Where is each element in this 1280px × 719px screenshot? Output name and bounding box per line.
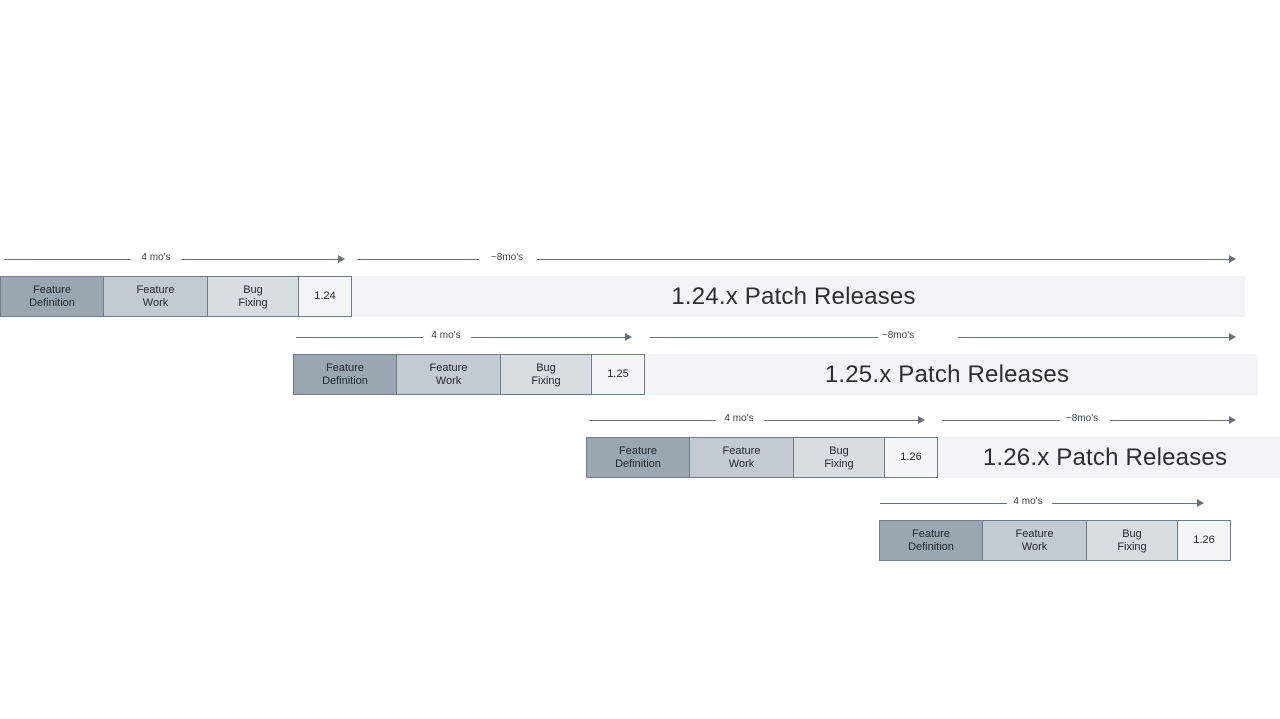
version-label: 1.25 (607, 368, 629, 380)
phase-label-line2: Fixing (1117, 540, 1147, 553)
arrow-head-right (1197, 499, 1204, 507)
arrow-line-left (357, 259, 479, 260)
duration-arrow-patch-126: ~8mo's (942, 411, 1240, 431)
duration-arrow-dev-124: 4 mo's (4, 250, 348, 270)
phase-version-badge-125: 1.25 (592, 355, 644, 394)
arrow-line-right (1110, 420, 1232, 421)
arrow-line-right (764, 420, 921, 421)
patch-release-label-126: 1.26.x Patch Releases (982, 443, 1228, 471)
phase-label-line1: Bug (829, 444, 849, 457)
phase-label-line2: Definition (322, 374, 368, 387)
arrow-line-right (181, 259, 341, 260)
phase-version-badge-next: 1.26 (1178, 521, 1230, 560)
phase-feature-definition-next: Feature Definition (880, 521, 983, 560)
phase-label-line2: Definition (615, 457, 661, 470)
phase-label-line2: Fixing (824, 457, 854, 470)
duration-label-dev-126: 4 mo's (724, 413, 754, 424)
phase-label-line2: Work (142, 296, 169, 309)
arrow-line-left (296, 337, 423, 338)
patch-release-label-125: 1.25.x Patch Releases (824, 360, 1070, 388)
version-label: 1.26 (900, 451, 922, 463)
arrow-line-left (589, 420, 716, 421)
duration-label-patch-125: ~8mo's (881, 330, 915, 341)
arrow-head-right (338, 255, 345, 263)
phase-strip-126: Feature Definition Feature Work Bug Fixi… (586, 437, 938, 478)
phase-label-line2: Definition (908, 540, 954, 553)
phase-label-line1: Feature (429, 361, 468, 374)
duration-label-dev-next: 4 mo's (1013, 496, 1043, 507)
arrow-head-right (1229, 333, 1236, 341)
arrow-line-left (4, 259, 131, 260)
arrow-line-left (880, 503, 1007, 504)
arrow-line-right (958, 337, 1232, 338)
phase-label-line2: Work (435, 374, 462, 387)
arrow-line-right (537, 259, 1232, 260)
duration-arrow-patch-125: ~8mo's (650, 328, 1240, 348)
patch-release-band-126: 1.26.x Patch Releases (930, 437, 1280, 478)
arrow-head-right (918, 416, 925, 424)
phase-label-line1: Bug (243, 283, 263, 296)
duration-label-patch-124: ~8mo's (490, 252, 524, 263)
phase-label-line2: Definition (29, 296, 75, 309)
duration-label-dev-124: 4 mo's (141, 252, 171, 263)
arrow-line-left (942, 420, 1060, 421)
patch-release-band-124: 1.24.x Patch Releases (342, 276, 1245, 317)
phase-feature-work-124: Feature Work (104, 277, 208, 316)
version-label: 1.24 (314, 290, 336, 302)
phase-label-line1: Feature (722, 444, 761, 457)
phase-label-line1: Feature (33, 283, 71, 296)
phase-label-line2: Fixing (531, 374, 561, 387)
duration-label-patch-126: ~8mo's (1065, 413, 1099, 424)
phase-feature-work-125: Feature Work (397, 355, 501, 394)
phase-bug-fixing-124: Bug Fixing (208, 277, 299, 316)
arrow-line-left (650, 337, 878, 338)
duration-arrow-dev-125: 4 mo's (296, 328, 640, 348)
phase-label-line2: Work (1021, 540, 1048, 553)
patch-release-band-125: 1.25.x Patch Releases (636, 354, 1258, 395)
phase-label-line1: Feature (136, 283, 175, 296)
arrow-head-right (625, 333, 632, 341)
phase-version-badge-124: 1.24 (299, 277, 351, 316)
arrow-head-right (1229, 416, 1236, 424)
duration-label-dev-125: 4 mo's (431, 330, 461, 341)
phase-label-line1: Bug (536, 361, 556, 374)
patch-release-label-124: 1.24.x Patch Releases (671, 282, 916, 310)
arrow-line-right (471, 337, 628, 338)
phase-label-line1: Feature (912, 527, 950, 540)
arrow-head-right (1229, 255, 1236, 263)
phase-label-line1: Feature (326, 361, 364, 374)
duration-arrow-dev-126: 4 mo's (589, 411, 933, 431)
phase-feature-work-next: Feature Work (983, 521, 1087, 560)
phase-feature-definition-126: Feature Definition (587, 438, 690, 477)
duration-arrow-dev-next: 4 mo's (880, 494, 1210, 514)
phase-label-line2: Fixing (238, 296, 268, 309)
phase-feature-definition-125: Feature Definition (294, 355, 397, 394)
duration-arrow-patch-124: ~8mo's (357, 250, 1240, 270)
phase-version-badge-126: 1.26 (885, 438, 937, 477)
phase-strip-124: Feature Definition Feature Work Bug Fixi… (0, 276, 352, 317)
phase-bug-fixing-next: Bug Fixing (1087, 521, 1178, 560)
phase-bug-fixing-126: Bug Fixing (794, 438, 885, 477)
phase-bug-fixing-125: Bug Fixing (501, 355, 592, 394)
phase-strip-125: Feature Definition Feature Work Bug Fixi… (293, 354, 645, 395)
phase-feature-work-126: Feature Work (690, 438, 794, 477)
phase-strip-next: Feature Definition Feature Work Bug Fixi… (879, 520, 1231, 561)
phase-label-line2: Work (728, 457, 755, 470)
version-label: 1.26 (1193, 534, 1215, 546)
phase-label-line1: Feature (1015, 527, 1054, 540)
phase-label-line1: Bug (1122, 527, 1142, 540)
arrow-line-right (1052, 503, 1200, 504)
phase-label-line1: Feature (619, 444, 657, 457)
phase-feature-definition-124: Feature Definition (1, 277, 104, 316)
